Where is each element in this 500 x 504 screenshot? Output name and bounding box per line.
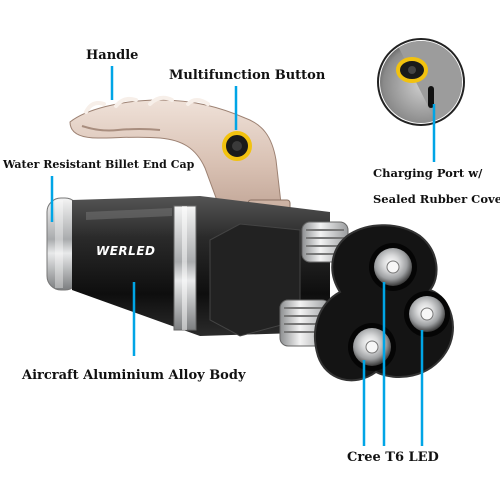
charging-port-label-line1: Charging Port w/ [373, 166, 483, 180]
charging-port-inset [377, 38, 465, 126]
charging-port-label-line2: Sealed Rubber Cover [373, 192, 500, 206]
handle-label: Handle [86, 48, 139, 63]
callout-lines [50, 66, 436, 446]
body-part [72, 196, 330, 337]
led-label: Cree T6 LED [347, 450, 439, 465]
multifunction-button-label: Multifunction Button [169, 68, 326, 83]
end-cap-label: Water Resistant Billet End Cap [3, 158, 195, 171]
body-label: Aircraft Aluminium Alloy Body [22, 368, 246, 383]
multifunction-button-part [222, 131, 252, 161]
brand-logo: WERLED [96, 244, 156, 258]
